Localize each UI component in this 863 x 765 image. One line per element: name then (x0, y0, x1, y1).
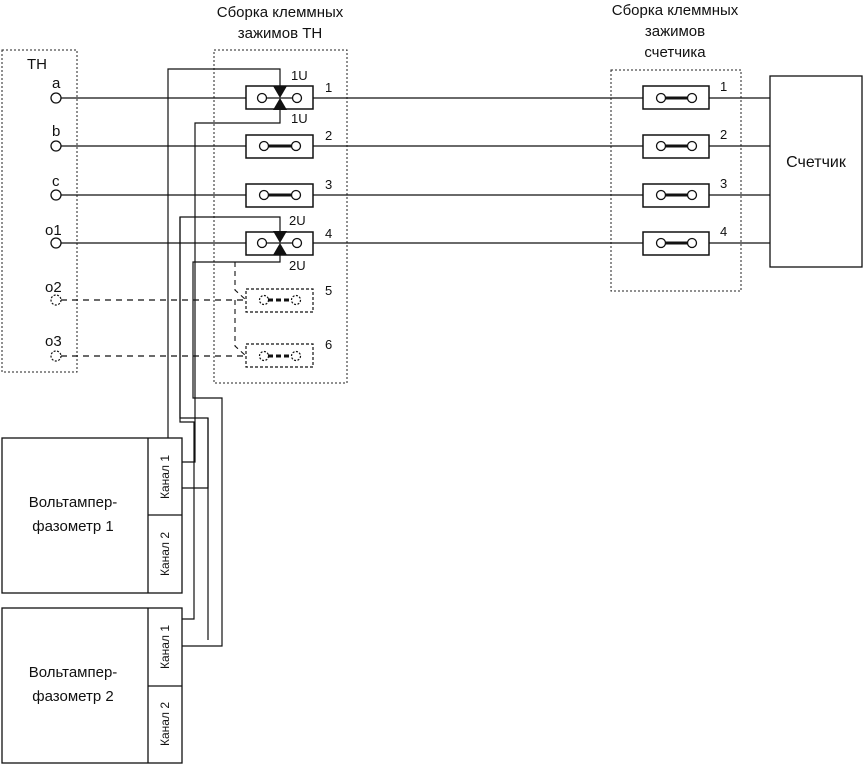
meter-block-title-line2: зажимов (645, 23, 705, 40)
tn-terminal-o2 (50, 294, 62, 306)
device-2-channel-2: Канал 2 (158, 702, 172, 746)
tn-terminal-label-o2: o2 (45, 279, 62, 296)
device-1-channel-2: Канал 2 (158, 532, 172, 576)
tn-clamp-3 (245, 183, 314, 208)
tn-terminal-o1 (50, 237, 62, 249)
tn-terminal-label-o1: o1 (45, 222, 62, 239)
probe-label-2u-bottom: 2U (289, 258, 306, 273)
device-1-name-line2: фазометр 1 (32, 518, 113, 535)
tn-terminal-label-a: a (52, 75, 61, 92)
tn-terminal-label-c: c (52, 173, 60, 190)
tn-block-title-line1: Сборка клеммных (217, 4, 344, 21)
tn-title: ТН (27, 56, 47, 73)
tn-clamp-number-1: 1 (325, 80, 332, 95)
meter-clamp-number-2: 2 (720, 127, 727, 142)
tn-clamp-4 (245, 231, 314, 256)
jumper-5-6 (234, 300, 247, 357)
jumper-4-5 (234, 262, 247, 301)
meter-box (769, 75, 863, 268)
meter-clamp-3 (642, 183, 710, 208)
tn-clamp-number-2: 2 (325, 128, 332, 143)
tn-box (1, 49, 78, 373)
meter-clamp-1 (642, 85, 710, 110)
tn-clamp-5 (245, 288, 314, 313)
tn-clamp-1 (245, 85, 314, 110)
tn-terminal-a (50, 92, 62, 104)
probe-label-2u-top: 2U (289, 213, 306, 228)
device-1-name-line1: Вольтампер- (29, 494, 118, 511)
meter-block-title-line3: счетчика (644, 44, 706, 61)
tn-clamp-number-5: 5 (325, 283, 332, 298)
device-2-channel-1: Канал 1 (158, 625, 172, 669)
probe-label-1u-bottom: 1U (291, 111, 308, 126)
tn-terminal-o3 (50, 350, 62, 362)
tn-block-title-line2: зажимов ТН (238, 25, 322, 42)
meter-clamp-block-box (610, 69, 742, 292)
meter-clamp-number-4: 4 (720, 224, 727, 239)
tn-terminal-b (50, 140, 62, 152)
device-1-channel-1: Канал 1 (158, 455, 172, 499)
meter-clamp-2 (642, 134, 710, 159)
lead-2u-bottom (148, 255, 281, 647)
measurement-leads (148, 68, 281, 647)
tn-clamp-number-6: 6 (325, 337, 332, 352)
device-2-name-line1: Вольтампер- (29, 664, 118, 681)
tn-terminal-c (50, 189, 62, 201)
dashed-wires (61, 299, 246, 357)
tn-clamp-number-4: 4 (325, 226, 332, 241)
tn-clamp-6 (245, 343, 314, 368)
tn-clamp-2 (245, 134, 314, 159)
probe-label-1u-top: 1U (291, 68, 308, 83)
tn-terminal-label-b: b (52, 123, 60, 140)
main-wires (61, 97, 770, 244)
dashed-jumpers (234, 262, 247, 357)
meter-block-title-line1: Сборка клеммных (612, 2, 739, 19)
meter-clamp-number-3: 3 (720, 176, 727, 191)
voltampere-phasemeter-1 (1, 437, 183, 594)
meter-label: Счетчик (786, 154, 847, 171)
device-2-name-line2: фазометр 2 (32, 688, 113, 705)
tn-terminal-label-o3: o3 (45, 333, 62, 350)
meter-clamp-number-1: 1 (720, 79, 727, 94)
voltampere-phasemeter-2 (1, 607, 183, 764)
tn-clamp-number-3: 3 (325, 177, 332, 192)
meter-clamp-4 (642, 231, 710, 256)
